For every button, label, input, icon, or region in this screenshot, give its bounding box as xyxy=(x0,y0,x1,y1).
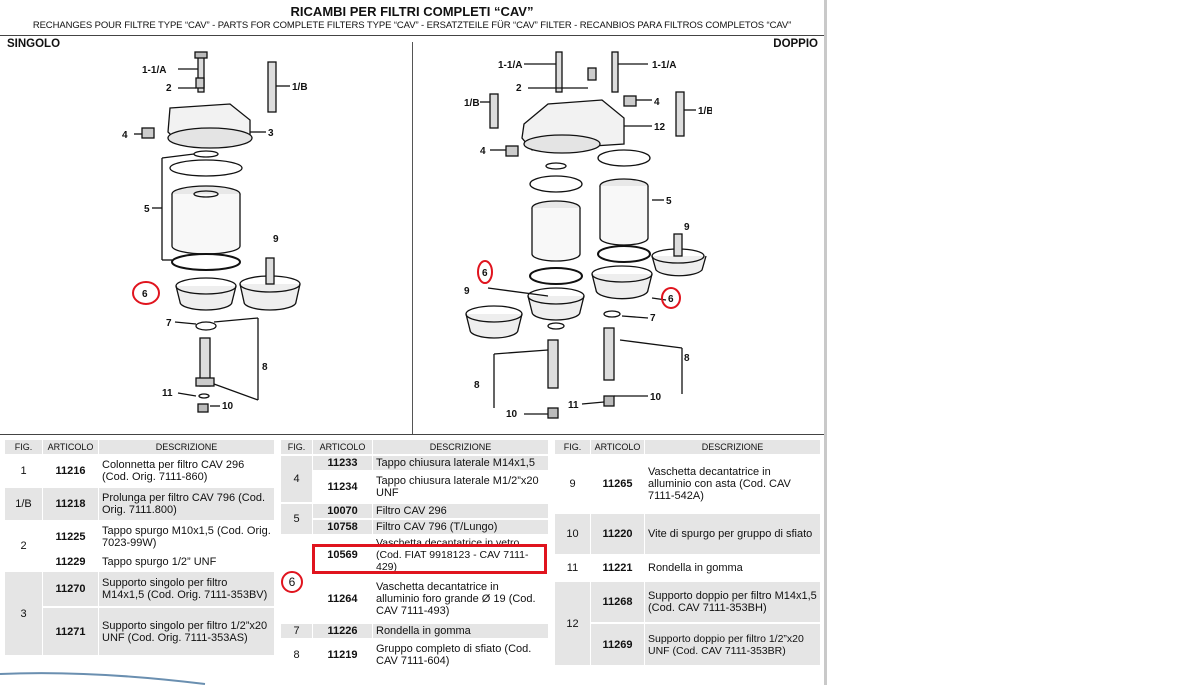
callout-2-double: 2 xyxy=(516,83,522,94)
callout-6-right-highlight xyxy=(661,287,681,309)
col-fig: FIG. xyxy=(4,440,43,455)
callout-6-highlight xyxy=(132,281,160,305)
table-row: 11264 Vaschetta decantatrice in allumini… xyxy=(281,574,548,623)
table-row: 8 11219 Gruppo completo di sfiato (Cod. … xyxy=(280,638,548,669)
callout-1b: 1/B xyxy=(292,82,308,93)
table-row: 11 11221 Rondella in gomma xyxy=(554,554,820,581)
callout-5-double: 5 xyxy=(666,196,672,207)
table-header: FIG. ARTICOLO DESCRIZIONE xyxy=(280,440,548,455)
callout-2: 2 xyxy=(166,83,172,94)
double-filter-diagram: 1-1/A 1-1/A 2 1/B 4 1/B 12 4 5 9 6 9 6 7… xyxy=(452,48,712,428)
page-corner-swoosh xyxy=(0,672,206,685)
col-fig: FIG. xyxy=(280,440,313,455)
table-row: 12 11268 Supporto doppio per filtro M14x… xyxy=(554,580,820,665)
table-row: 10758 Filtro CAV 796 (T/Lungo) xyxy=(281,518,548,535)
table-row: 3 11270 Supporto singolo per filtro M14x… xyxy=(4,570,274,655)
table-row: 10 11220 Vite di spurgo per gruppo di sf… xyxy=(554,512,820,555)
callout-4-top: 4 xyxy=(654,97,660,108)
table-header: FIG. ARTICOLO DESCRIZIONE xyxy=(4,440,274,455)
col-fig: FIG. xyxy=(554,440,591,455)
single-filter-diagram: 1-1/A 2 1/B 4 3 5 9 6 7 8 11 10 xyxy=(110,48,310,428)
callout-9: 9 xyxy=(273,234,279,245)
col-descrizione: DESCRIZIONE xyxy=(98,440,274,455)
section-label-double: DOPPIO xyxy=(773,38,818,50)
callout-10-right: 10 xyxy=(650,392,662,403)
callout-7-double: 7 xyxy=(650,313,656,324)
table-row: 1 11216 Colonnetta per filtro CAV 296 (C… xyxy=(4,454,274,487)
callout-9-right: 9 xyxy=(684,222,690,233)
callout-1b-left: 1/B xyxy=(464,98,480,109)
callout-1b-right: 1/B xyxy=(698,106,712,117)
col-articolo: ARTICOLO xyxy=(590,440,645,455)
callout-5: 5 xyxy=(144,204,150,215)
callout-6-left: 6 xyxy=(482,268,488,279)
callout-6-right: 6 xyxy=(668,294,674,305)
section-label-single: SINGOLO xyxy=(7,38,61,50)
parts-table-1: FIG. ARTICOLO DESCRIZIONE 1 11216 Colonn… xyxy=(4,440,274,655)
table-row: 7 11226 Rondella in gomma xyxy=(280,622,548,639)
table-rule xyxy=(0,434,824,435)
page-scroll-edge xyxy=(824,0,827,685)
table-row: 9 11265 Vaschetta decantatrice in allumi… xyxy=(554,454,820,513)
col-descrizione: DESCRIZIONE xyxy=(372,440,548,455)
callout-1-1a-left: 1-1/A xyxy=(498,60,522,71)
table-row: 11229 Tappo spurgo 1/2” UNF xyxy=(5,552,274,571)
callout-4: 4 xyxy=(122,130,128,141)
callout-7: 7 xyxy=(166,318,172,329)
callout-11: 11 xyxy=(162,388,173,399)
callout-12: 12 xyxy=(654,122,666,133)
table-row: 11271 Supporto singolo per filtro 1/2”x2… xyxy=(5,606,274,655)
callout-11-double: 11 xyxy=(568,400,579,411)
callout-8-right: 8 xyxy=(684,353,690,364)
callout-3: 3 xyxy=(268,128,274,139)
callout-4-side: 4 xyxy=(480,146,486,157)
page-subtitle: RECHANGES POUR FILTRE TYPE “CAV” - PARTS… xyxy=(32,20,792,31)
callout-8-left: 8 xyxy=(474,380,480,391)
callout-10-left: 10 xyxy=(506,409,518,420)
catalog-page: RICAMBI PER FILTRI COMPLETI “CAV” RECHAN… xyxy=(0,4,824,685)
page-title: RICAMBI PER FILTRI COMPLETI “CAV” xyxy=(290,4,534,19)
callout-6-left-highlight xyxy=(477,260,493,284)
table-row: 4 11233 Tappo chiusura laterale M14x1,5 xyxy=(280,454,548,503)
highlight-box xyxy=(312,544,547,574)
table-row: 1/B 11218 Prolunga per filtro CAV 796 (C… xyxy=(4,486,274,521)
panel-divider xyxy=(412,42,413,434)
col-articolo: ARTICOLO xyxy=(42,440,99,455)
callout-1-1a-right: 1-1/A xyxy=(652,60,676,71)
parts-table-2: FIG. ARTICOLO DESCRIZIONE 4 11233 Tappo … xyxy=(280,440,548,669)
table-row: 11269 Supporto doppio per filtro 1/2”x20… xyxy=(555,622,820,665)
parts-table-3: FIG. ARTICOLO DESCRIZIONE 9 11265 Vasche… xyxy=(554,440,820,665)
callout-1-1a: 1-1/A xyxy=(142,65,166,76)
callout-6: 6 xyxy=(142,289,148,300)
table-header: FIG. ARTICOLO DESCRIZIONE xyxy=(554,440,820,455)
callout-9-left: 9 xyxy=(464,286,470,297)
fig-6-circle: 6 xyxy=(281,571,303,593)
callout-10: 10 xyxy=(222,401,234,412)
header-rule xyxy=(0,35,824,36)
table-row: 11234 Tappo chiusura laterale M1/2”x20 U… xyxy=(281,470,548,503)
table-row: 5 10070 Filtro CAV 296 xyxy=(280,502,548,535)
table-row: 2 11225 Tappo spurgo M10x1,5 (Cod. Orig.… xyxy=(4,520,274,571)
col-descrizione: DESCRIZIONE xyxy=(644,440,820,455)
col-articolo: ARTICOLO xyxy=(312,440,373,455)
callout-8: 8 xyxy=(262,362,268,373)
